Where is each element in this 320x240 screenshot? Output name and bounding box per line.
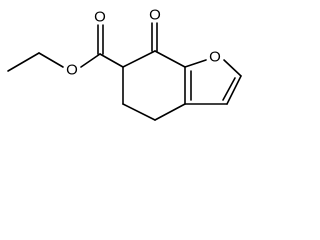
bond-ch2-o-ester xyxy=(38,52,64,68)
ketone-oxygen-label: O xyxy=(148,6,162,24)
ester-carbonyl-oxygen-label: O xyxy=(93,8,107,26)
bond-c3a-c4 xyxy=(154,103,186,121)
bond-ch3-ch2 xyxy=(7,52,40,72)
bond-c7-c7a xyxy=(154,50,186,68)
furan-oxygen-label: O xyxy=(208,48,222,66)
bond-o-ester-carbonyl-c xyxy=(80,53,101,68)
structure-diagram: O O O O xyxy=(0,0,278,133)
bond-c7a-o1 xyxy=(184,59,207,68)
bond-o1-c2 xyxy=(223,59,242,77)
bond-c2-c3-inner xyxy=(222,77,236,101)
ester-ether-oxygen-label: O xyxy=(65,61,79,79)
bond-c2-c3 xyxy=(226,75,242,105)
bond-c4-c5 xyxy=(122,103,156,121)
bond-ester-c-c6 xyxy=(99,53,124,68)
bond-c6-c7 xyxy=(122,50,156,68)
bond-layer xyxy=(7,21,242,121)
